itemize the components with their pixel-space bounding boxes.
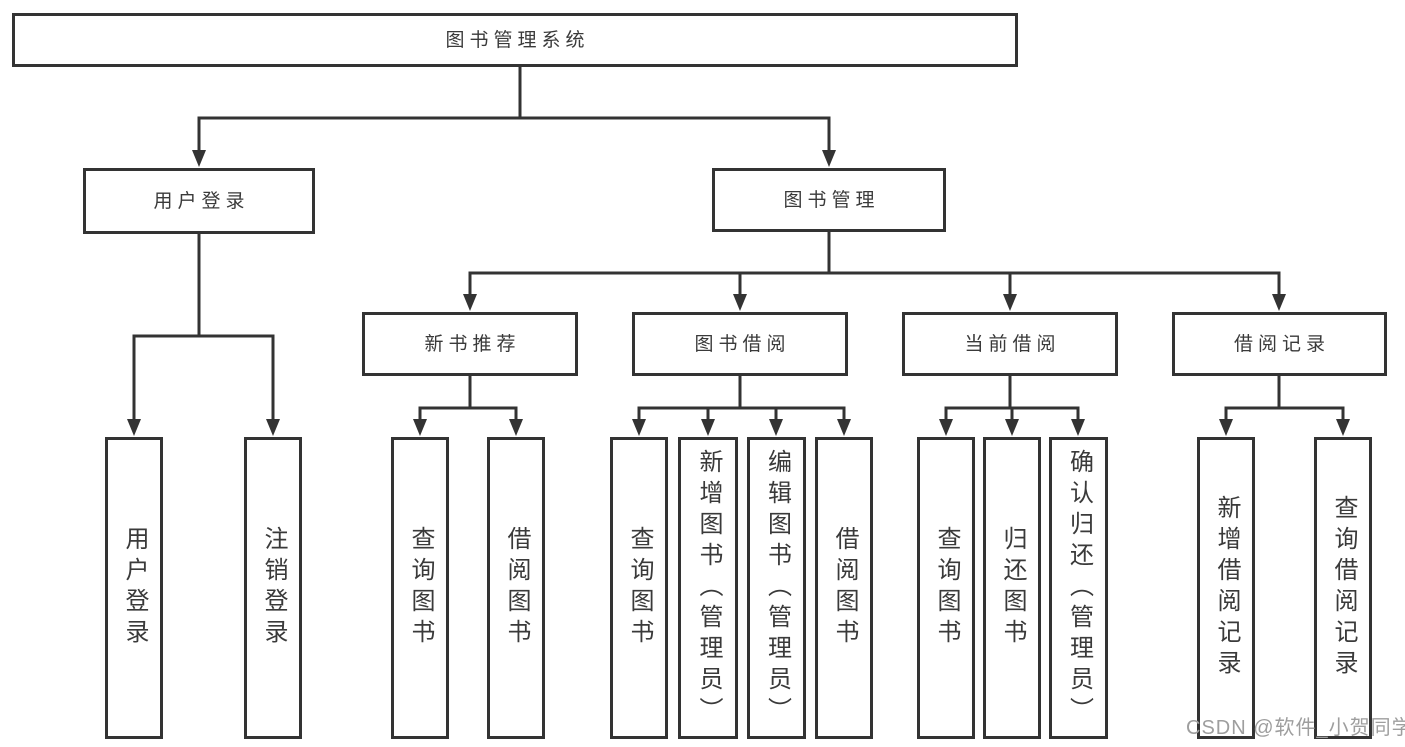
leaf-borrow-books-recommend: 借阅图书 bbox=[487, 437, 545, 739]
leaf-add-borrow-record: 新增借阅记录 bbox=[1197, 437, 1255, 739]
node-borrowing-records: 借阅记录 bbox=[1172, 312, 1387, 376]
arrowheads bbox=[127, 150, 1350, 436]
leaf-label: 查询图书 bbox=[626, 526, 653, 650]
leaf-label: 新增借阅记录 bbox=[1213, 495, 1240, 681]
leaf-label: 注销登录 bbox=[260, 526, 287, 650]
node-user-login: 用户登录 bbox=[83, 168, 315, 234]
node-label: 借阅记录 bbox=[1233, 333, 1330, 355]
connector-paths bbox=[132, 67, 1345, 420]
leaf-label: 借阅图书 bbox=[831, 526, 858, 650]
leaf-label: 查询图书 bbox=[933, 526, 960, 650]
leaf-label: 编辑图书（管理员） bbox=[763, 448, 791, 728]
leaf-query-books-current: 查询图书 bbox=[917, 437, 975, 739]
node-current-borrowing: 当前借阅 bbox=[902, 312, 1118, 376]
leaf-label: 用户登录 bbox=[121, 526, 148, 650]
leaf-confirm-return-admin: 确认归还（管理员） bbox=[1049, 437, 1108, 739]
leaf-label: 借阅图书 bbox=[503, 526, 530, 650]
node-book-management: 图书管理 bbox=[712, 168, 946, 232]
leaf-label: 新增图书（管理员） bbox=[695, 448, 722, 728]
leaf-add-books-admin: 新增图书（管理员） bbox=[678, 437, 738, 739]
node-book-borrowing: 图书借阅 bbox=[632, 312, 848, 376]
node-root-library-system: 图书管理系统 bbox=[12, 13, 1018, 67]
leaf-query-books-borrowing: 查询图书 bbox=[610, 437, 668, 739]
leaf-query-books-recommend: 查询图书 bbox=[391, 437, 449, 739]
watermark: CSDN @软件_小贺同学 bbox=[1186, 717, 1405, 739]
node-label: 当前借阅 bbox=[964, 333, 1061, 355]
node-label: 图书管理系统 bbox=[445, 29, 590, 51]
node-label: 新书推荐 bbox=[424, 333, 521, 355]
node-label: 图书借阅 bbox=[694, 333, 791, 355]
leaf-user-login: 用户登录 bbox=[105, 437, 163, 739]
node-label: 图书管理 bbox=[783, 189, 880, 211]
leaf-logout: 注销登录 bbox=[244, 437, 302, 739]
leaf-label: 查询图书 bbox=[407, 526, 434, 650]
leaf-borrow-books: 借阅图书 bbox=[815, 437, 873, 739]
leaf-query-borrow-record: 查询借阅记录 bbox=[1314, 437, 1372, 739]
leaf-return-books: 归还图书 bbox=[983, 437, 1041, 739]
leaf-label: 查询借阅记录 bbox=[1330, 495, 1357, 681]
node-new-book-recommend: 新书推荐 bbox=[362, 312, 578, 376]
leaf-edit-books-admin: 编辑图书（管理员） bbox=[747, 437, 806, 739]
node-label: 用户登录 bbox=[153, 190, 250, 212]
leaf-label: 归还图书 bbox=[999, 526, 1026, 650]
leaf-label: 确认归还（管理员） bbox=[1065, 448, 1093, 728]
